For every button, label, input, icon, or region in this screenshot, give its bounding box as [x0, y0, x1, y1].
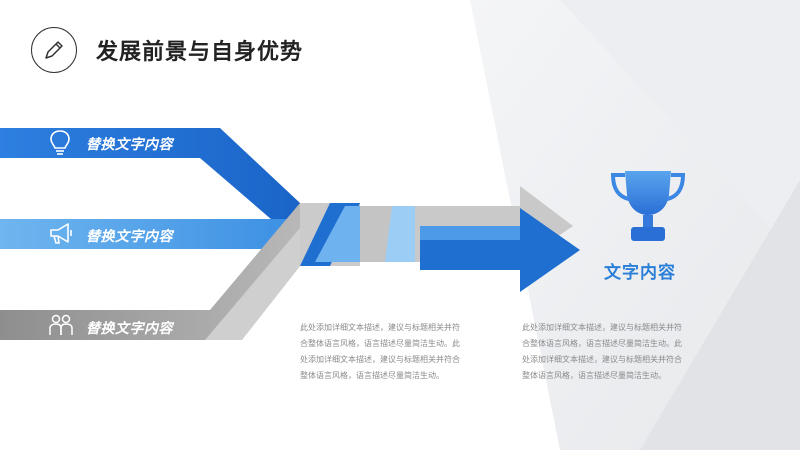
page-title: 发展前景与自身优势: [96, 40, 304, 65]
weave-light-2: [385, 206, 420, 262]
band-label-bottom: 替换文字内容: [86, 321, 173, 337]
band-label-middle: 替换文字内容: [86, 229, 173, 245]
band-label-top: 替换文字内容: [86, 137, 173, 153]
description-right: 此处添加详细文本描述，建议与标题相关并符合整体语言风格，语言描述尽量简洁生动。此…: [522, 323, 682, 380]
lightbulb-icon: [49, 129, 71, 161]
band-bottom-rise: [205, 228, 330, 340]
arrow-blue-highlight: [420, 226, 520, 240]
result-label: 文字内容: [604, 263, 676, 283]
megaphone-icon: [48, 222, 74, 250]
description-left: 此处添加详细文本描述，建议与标题相关并符合整体语言风格，语言描述尽量简洁生动。此…: [300, 323, 460, 380]
band-top: [0, 128, 300, 244]
trophy-icon: [607, 165, 689, 251]
band-middle: [0, 219, 300, 249]
people-icon: [48, 313, 74, 341]
pencil-icon: [31, 27, 77, 73]
